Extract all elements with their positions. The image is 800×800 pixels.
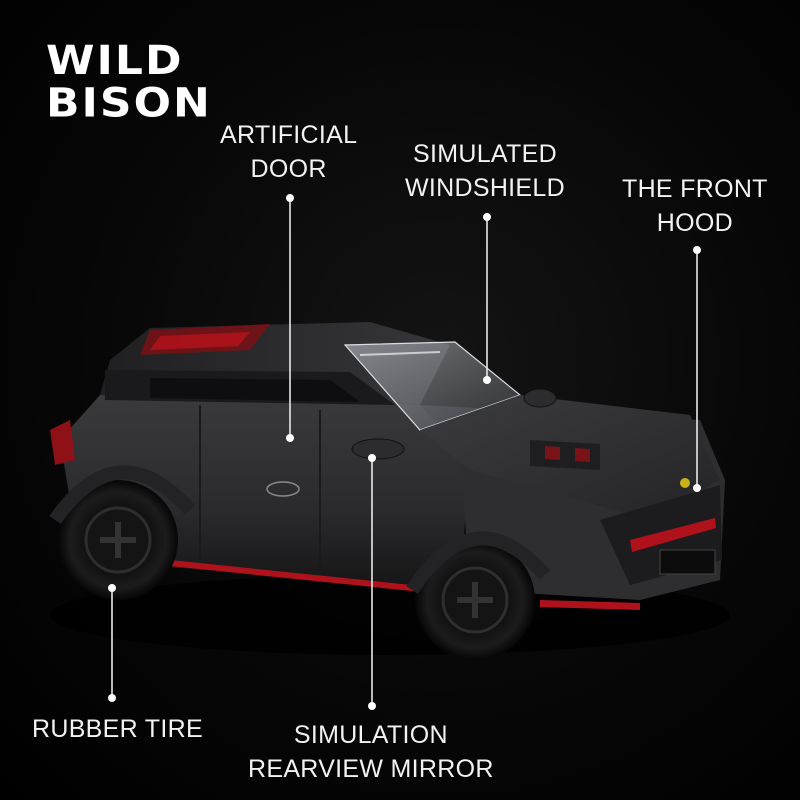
callout-simulated-windshield-line-1: SIMULATED: [413, 140, 557, 168]
callout-front-hood-line-2: HOOD: [656, 209, 733, 237]
callout-rubber-tire: RUBBER TIRE: [32, 712, 203, 746]
callout-rearview-mirror: SIMULATION REARVIEW MIRROR: [248, 718, 494, 786]
brand-line-2: BISON: [46, 79, 212, 127]
callout-simulated-windshield-line-2: WINDSHIELD: [405, 174, 565, 202]
callout-lines: [108, 194, 701, 710]
callout-simulated-windshield: SIMULATED WINDSHIELD: [405, 137, 565, 205]
callout-artificial-door-line-2: DOOR: [250, 155, 327, 183]
callout-rubber-tire-line-1: RUBBER TIRE: [32, 715, 203, 743]
callout-artificial-door-line-1: ARTIFICIAL: [220, 121, 358, 149]
callout-front-hood: THE FRONT HOOD: [622, 172, 768, 240]
brand-logo: WILD BISON: [46, 40, 212, 125]
callout-artificial-door: ARTIFICIAL DOOR: [220, 118, 357, 186]
callout-rearview-mirror-line-1: SIMULATION: [293, 721, 448, 749]
callout-rearview-mirror-line-2: REARVIEW MIRROR: [248, 755, 494, 783]
brand-line-1: WILD: [46, 37, 184, 85]
callout-front-hood-line-1: THE FRONT: [622, 175, 768, 203]
